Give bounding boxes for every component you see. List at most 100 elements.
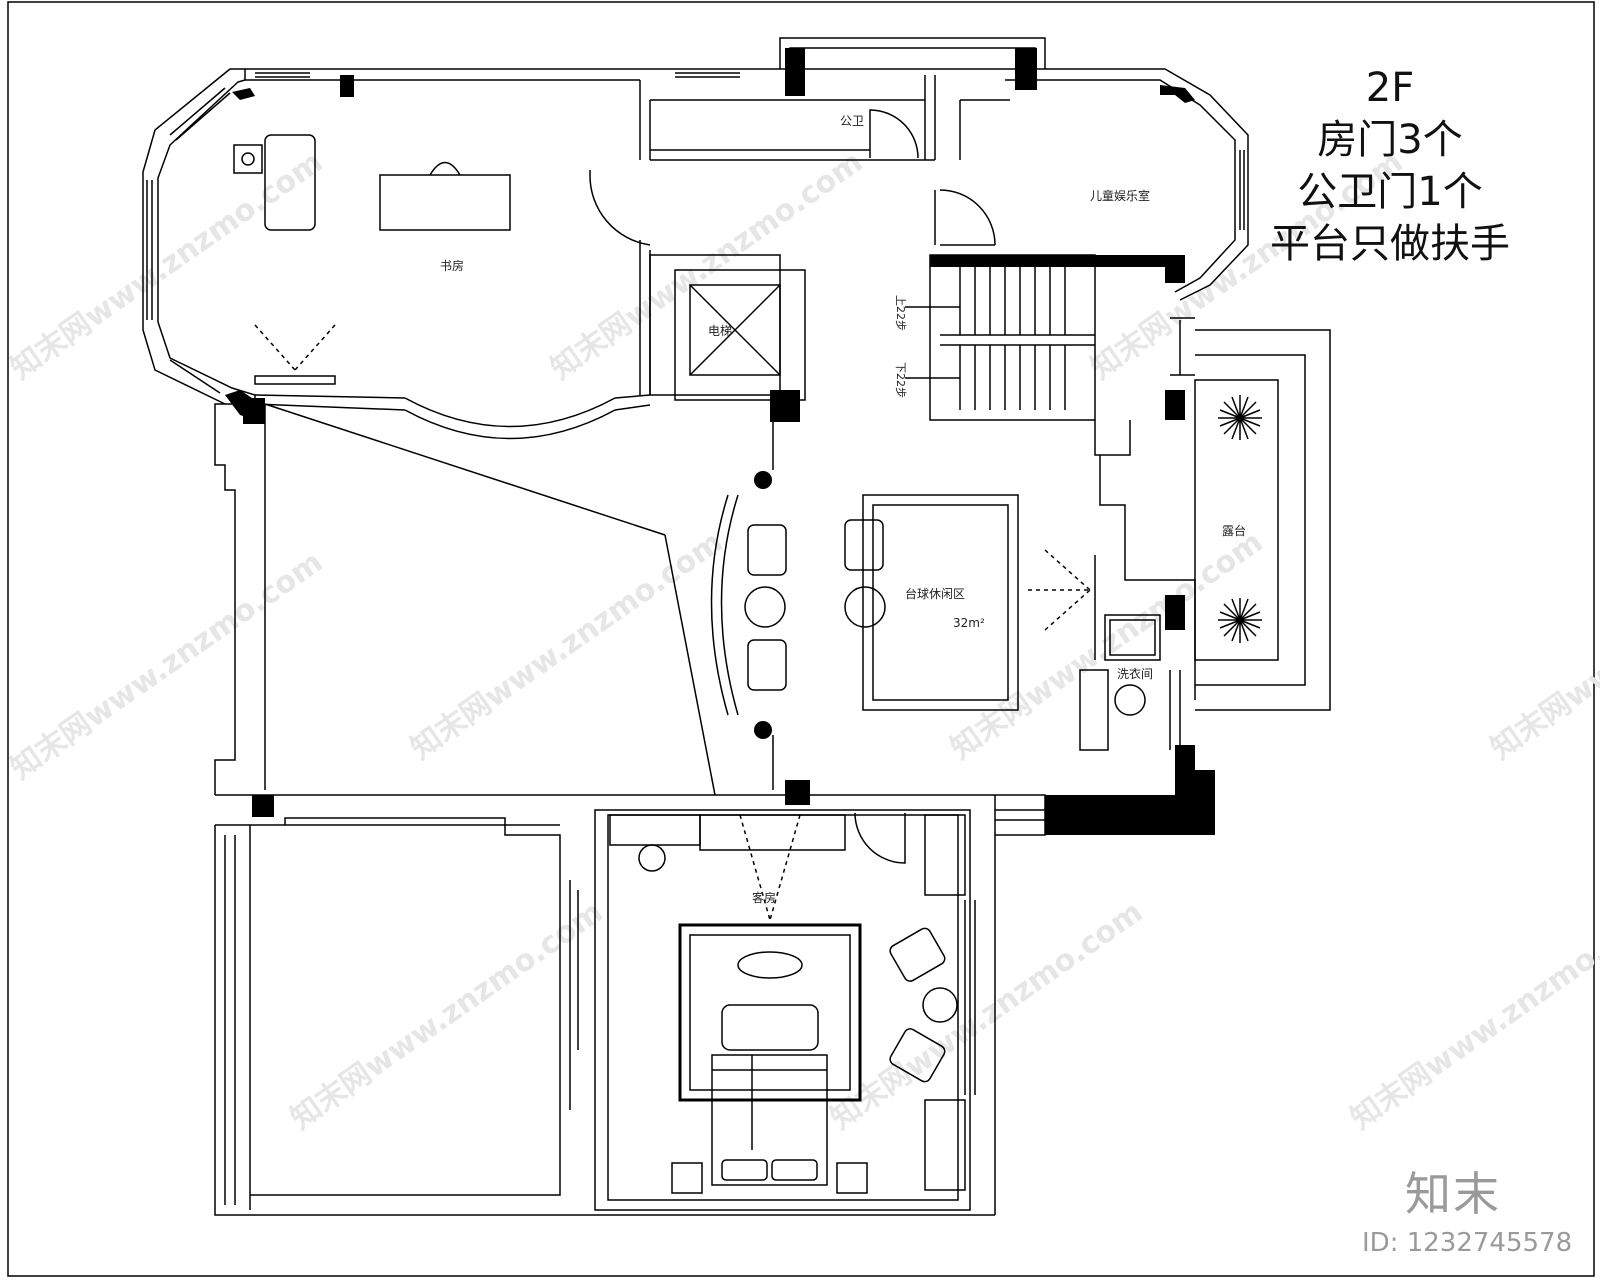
terrace-rail	[1195, 354, 1306, 686]
armchair	[889, 927, 946, 982]
toilet	[638, 844, 666, 872]
wall	[614, 394, 651, 399]
sight-line	[769, 814, 801, 921]
lower-left-room	[250, 817, 561, 1196]
washer	[1104, 614, 1161, 661]
billiards-table-outer	[862, 494, 1019, 711]
watermark-id: ID: 1232745578	[1362, 1228, 1573, 1258]
room-label-laundry: 洗衣间	[1117, 666, 1153, 681]
floor-label: 2F	[1365, 65, 1415, 111]
drawing-border	[7, 1, 1595, 1277]
room-label-bathroom: 公卫	[840, 114, 864, 128]
side-table	[844, 586, 886, 628]
sofa-curve	[720, 494, 739, 716]
watermark-text: 知末网www.znzmo.com	[945, 525, 1270, 767]
nightstand	[671, 1162, 703, 1194]
elevator-wall	[674, 269, 806, 401]
guest-room-wall	[594, 809, 971, 1211]
note-line-2: 公卫门1个	[1297, 169, 1483, 215]
stair-treads	[959, 265, 1066, 410]
coffee-table	[737, 951, 803, 979]
structural-columns	[225, 48, 1215, 835]
nightstand	[836, 1162, 868, 1194]
sight-line	[294, 324, 336, 371]
annotation-notes: 2F 房门3个 公卫门1个 平台只做扶手	[1240, 62, 1540, 270]
wall	[214, 825, 995, 1216]
terrace-inner	[1194, 379, 1279, 661]
stair-label-up: 上22步	[894, 295, 907, 331]
rug	[678, 923, 862, 1102]
billiards-table-inner	[872, 504, 1009, 701]
study-desk	[379, 174, 511, 231]
room-label-billiards: 台球休闲区	[905, 586, 965, 601]
lamp-table	[233, 144, 263, 174]
watermark-text: 知末网www.znzmo.com	[5, 545, 330, 787]
wall	[1094, 420, 1131, 456]
room-label-elevator: 电梯	[708, 324, 732, 338]
laundry-counter	[1079, 669, 1109, 751]
sofa	[721, 1004, 819, 1051]
room-area-billiards: 32m²	[953, 616, 985, 630]
tv-cabinet	[699, 814, 846, 851]
wall	[214, 403, 236, 795]
armchair	[747, 524, 787, 576]
sight-line	[1044, 589, 1091, 631]
void-edge	[664, 534, 716, 796]
void-edge	[264, 403, 666, 536]
washer-inner	[1109, 619, 1156, 656]
room-label-study: 书房	[440, 258, 464, 273]
side-table	[922, 987, 958, 1023]
kids-door-swing	[939, 189, 996, 246]
plant-icon	[1218, 598, 1262, 643]
wardrobe	[924, 814, 966, 896]
lamp-icon	[241, 152, 255, 166]
watermark-layer: 知末网www.znzmo.com 知末网www.znzmo.com 知末网www…	[5, 145, 1600, 1137]
kids-room-wall	[1000, 68, 1249, 301]
watermark-text: 知末网www.znzmo.com	[545, 145, 870, 387]
sight-line	[1044, 549, 1091, 591]
room-label-terrace: 露台	[1222, 523, 1246, 538]
wall	[254, 403, 406, 411]
study-chair	[429, 161, 461, 176]
study-door-swing	[589, 174, 651, 246]
room-label-guest-room: 客房	[752, 890, 776, 905]
tv-unit	[254, 375, 336, 385]
guest-wardrobe	[609, 814, 701, 846]
pillow	[721, 1159, 768, 1181]
watermark-text: 知末网www.znzmo.com	[1485, 525, 1600, 767]
armchair	[747, 639, 787, 691]
elevator-cross	[689, 284, 781, 376]
stair-enclosure	[929, 254, 1096, 421]
armchair	[844, 519, 884, 571]
kids-room-wall	[1005, 79, 1236, 293]
window	[175, 92, 231, 141]
note-line-1: 房门3个	[1317, 117, 1463, 163]
study-outer-wall	[142, 68, 256, 405]
wall	[789, 47, 1036, 69]
wall	[254, 394, 406, 399]
pillow	[771, 1159, 818, 1181]
sight-line	[739, 814, 771, 921]
watermark-text: 知末网www.znzmo.com	[405, 525, 730, 767]
laundry-sink	[1114, 684, 1146, 716]
plant-icon	[1218, 395, 1262, 440]
stair-label-down: 下22步	[894, 362, 907, 398]
terrace-edge	[1195, 329, 1331, 711]
sofa-curve	[710, 494, 729, 716]
bathroom-door-swing	[869, 109, 919, 159]
guest-door-swing	[854, 812, 906, 864]
side-table	[744, 586, 786, 628]
window	[169, 87, 226, 136]
watermark-brand: 知末	[1405, 1167, 1501, 1221]
room-label-kids-room: 儿童娱乐室	[1090, 188, 1150, 203]
sight-line	[254, 324, 296, 371]
rug-inner	[689, 934, 851, 1091]
guest-room-inner	[607, 814, 959, 1201]
curved-wall	[404, 397, 616, 428]
elevator-car	[689, 284, 781, 376]
window	[169, 359, 221, 394]
watermark-text: 知末网www.znzmo.com	[1345, 895, 1600, 1137]
armchair	[889, 1028, 946, 1083]
wall	[995, 794, 1046, 836]
